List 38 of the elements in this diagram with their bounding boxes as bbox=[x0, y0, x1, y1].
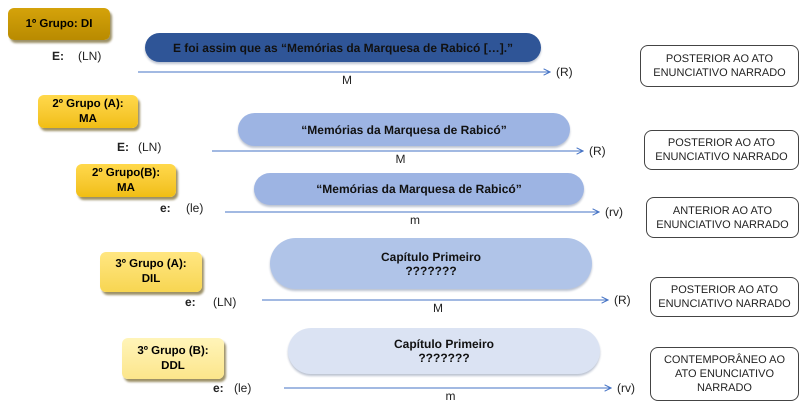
quote-pill: Capítulo Primeiro ??????? bbox=[288, 328, 600, 374]
edge-label: M bbox=[341, 74, 353, 86]
arrow bbox=[212, 147, 584, 155]
group-badge: 1º Grupo: DI bbox=[8, 8, 110, 40]
time-note-box: ANTERIOR AO ATO ENUNCIATIVO NARRADO bbox=[646, 197, 799, 238]
speaker-label: (LN) bbox=[213, 294, 236, 311]
reference-mark: (R) bbox=[556, 63, 582, 81]
speaker-label: E: bbox=[117, 139, 129, 156]
reference-mark: (rv) bbox=[617, 379, 643, 397]
group-badge: 3º Grupo (A): DIL bbox=[100, 252, 202, 292]
arrow bbox=[224, 208, 600, 216]
speaker-label: e: bbox=[185, 294, 196, 311]
arrow bbox=[138, 68, 551, 76]
time-note-box: POSTERIOR AO ATO ENUNCIATIVO NARRADO bbox=[644, 130, 799, 170]
arrow bbox=[262, 296, 609, 304]
speaker-label: (le) bbox=[234, 380, 252, 397]
speaker-label: (LN) bbox=[78, 48, 102, 65]
speaker-label: (le) bbox=[186, 200, 204, 217]
speaker-label: e: bbox=[213, 380, 224, 397]
speaker-label: (LN) bbox=[138, 139, 162, 156]
speaker-label: e: bbox=[160, 200, 171, 217]
quote-pill: “Memórias da Marquesa de Rabicó” bbox=[238, 113, 570, 146]
reference-mark: (R) bbox=[614, 291, 640, 309]
quote-pill: Capítulo Primeiro ??????? bbox=[270, 238, 592, 289]
edge-label: M bbox=[394, 153, 406, 165]
time-note-box: POSTERIOR AO ATO ENUNCIATIVO NARRADO bbox=[650, 277, 799, 317]
reference-mark: (rv) bbox=[605, 203, 631, 221]
quote-pill: E foi assim que as “Memórias da Marquesa de Rabicó […].” bbox=[145, 33, 541, 62]
reference-mark: (R) bbox=[589, 142, 615, 160]
group-badge: 2º Grupo(B): MA bbox=[76, 164, 176, 197]
group-badge: 2º Grupo (A): MA bbox=[38, 95, 138, 128]
edge-label: M bbox=[432, 302, 444, 314]
group-badge: 3º Grupo (B): DDL bbox=[122, 338, 224, 379]
time-note-box: POSTERIOR AO ATO ENUNCIATIVO NARRADO bbox=[640, 45, 799, 87]
speaker-label: E: bbox=[52, 48, 64, 65]
arrow bbox=[284, 384, 612, 392]
time-note-box: CONTEMPORÂNEO AO ATO ENUNCIATIVO NARRADO bbox=[650, 347, 799, 401]
quote-pill: “Memórias da Marquesa de Rabicó” bbox=[254, 173, 584, 205]
